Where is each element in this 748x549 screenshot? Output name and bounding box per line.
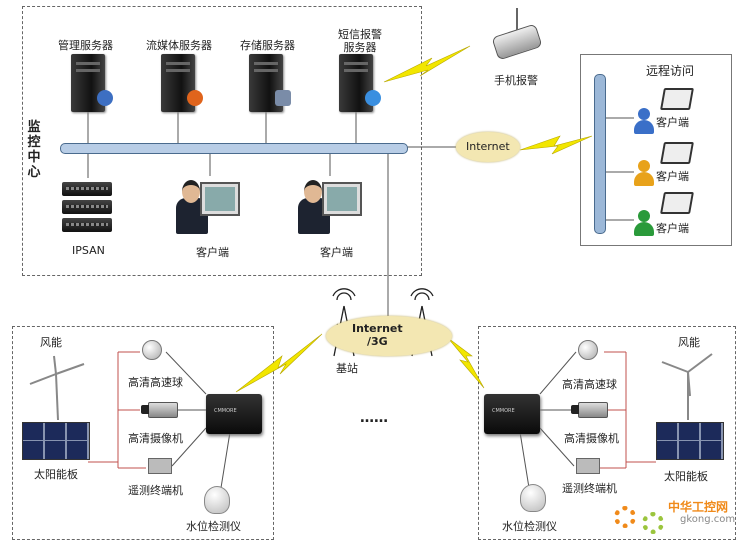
water-level-sensor-icon (520, 484, 546, 512)
client-label: 客户端 (196, 246, 229, 259)
base-station-label: 基站 (336, 362, 358, 375)
ipsan-storage (62, 218, 112, 232)
watermark-url: gkong.com (680, 514, 736, 525)
telemetry-terminal-icon (576, 458, 600, 474)
remote-client-label: 客户端 (656, 222, 689, 235)
site-left-box (12, 326, 274, 540)
dome-camera-icon (578, 340, 598, 360)
server-label: 管理服务器 (58, 39, 113, 52)
remote-access-box (580, 54, 732, 246)
server-label: 存储服务器 (240, 39, 295, 52)
lightning-bolt (235, 333, 323, 393)
client-label: 客户端 (320, 246, 353, 259)
ipsan-storage (62, 200, 112, 214)
wind-turbine-right (661, 353, 713, 420)
solar-label: 太阳能板 (34, 468, 78, 481)
ipsan-storage (62, 182, 112, 196)
mobile-alarm-label: 手机报警 (494, 74, 538, 87)
internet-cloud (456, 132, 520, 162)
client-operator (298, 176, 362, 236)
user-icon (634, 210, 654, 236)
remote-client-label: 客户端 (656, 170, 689, 183)
media-icon (187, 90, 203, 106)
streaming-server (161, 54, 203, 112)
hd-camera-label: 高清摄像机 (564, 432, 619, 445)
sms-alarm-server (339, 54, 381, 112)
water-level-label: 水位检测仪 (186, 520, 241, 533)
lightning-bolt (383, 45, 471, 83)
solar-panel (22, 422, 90, 460)
water-level-sensor-icon (204, 486, 230, 514)
monitoring-center-title: 监控中心 (27, 120, 41, 180)
server-label: 短信报警 服务器 (338, 28, 382, 54)
dome-camera-icon (142, 340, 162, 360)
watermark-title: 中华工控网 (668, 500, 729, 514)
dome-camera-label: 高清高速球 (128, 376, 183, 389)
solar-panel (656, 422, 724, 460)
wind-turbine-left (29, 355, 85, 421)
hd-camera-icon (571, 402, 608, 418)
remote-access-title: 远程访问 (646, 64, 695, 78)
database-icon (275, 90, 291, 106)
laptop-icon (660, 142, 694, 164)
laptop-icon (660, 192, 694, 214)
remote-backbone (594, 74, 606, 234)
server-label: 流媒体服务器 (146, 39, 212, 52)
internet-label: Internet (466, 140, 510, 153)
hd-camera-icon (141, 402, 178, 418)
user-icon (97, 90, 113, 106)
wind-label: 风能 (40, 336, 62, 349)
more-sites-ellipsis: …… (360, 410, 388, 426)
gear-icon (642, 512, 664, 534)
solar-label: 太阳能板 (664, 470, 708, 483)
monitoring-center-box (22, 6, 422, 276)
globe-icon (365, 90, 381, 106)
ipsan-label: IPSAN (72, 244, 105, 257)
dtu-device: CMMORE (206, 394, 262, 434)
management-server (71, 54, 113, 112)
site-right-box (478, 326, 736, 540)
hd-camera-label: 高清摄像机 (128, 432, 183, 445)
wind-label: 风能 (678, 336, 700, 349)
gear-icon (614, 506, 636, 528)
dome-camera-label: 高清高速球 (562, 378, 617, 391)
telemetry-label: 遥测终端机 (128, 484, 183, 497)
antenna-icon (516, 8, 518, 30)
telemetry-label: 遥测终端机 (562, 482, 617, 495)
dtu-device: CMMORE (484, 394, 540, 434)
client-operator (176, 176, 240, 236)
user-icon (634, 108, 654, 134)
lightning-bolt (447, 337, 485, 389)
network-cloud (326, 316, 452, 356)
storage-server (249, 54, 291, 112)
lan-bus (60, 143, 408, 154)
water-level-label: 水位检测仪 (502, 520, 557, 533)
telemetry-terminal-icon (148, 458, 172, 474)
lightning-bolt (519, 135, 593, 155)
laptop-icon (660, 88, 694, 110)
network-label: Internet /3G (352, 322, 403, 348)
user-icon (634, 160, 654, 186)
remote-client-label: 客户端 (656, 116, 689, 129)
